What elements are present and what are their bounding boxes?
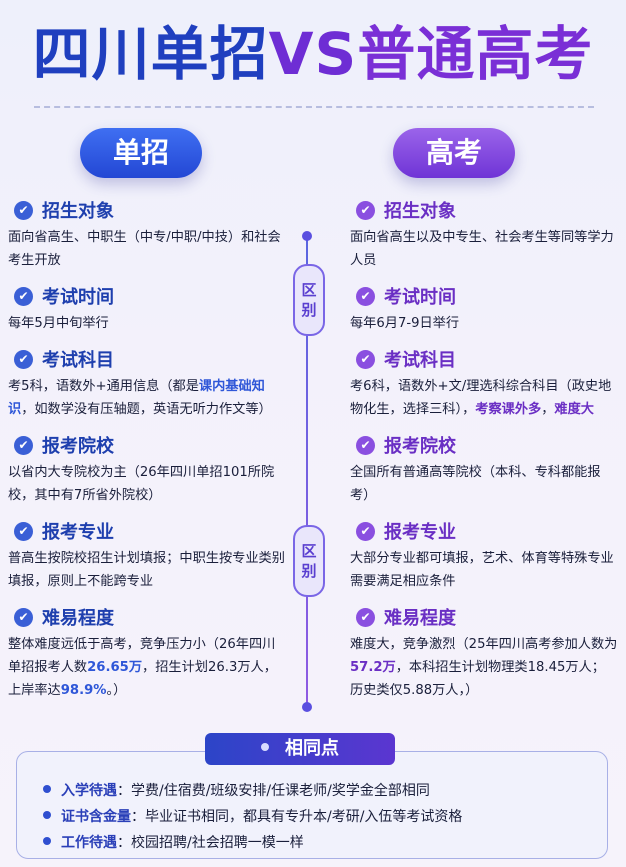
similarities-box: 入学待遇：学费/住宿费/班级安排/任课老师/奖学金全部相同 证书含金量：毕业证书… [16,751,608,859]
title-part-gaokao: 普通高考 [357,20,594,88]
danzhao-column: ✔ 招生对象 面向省高生、中职生（中专/中职/中技）和社会考生开放 ✔ 考试时间 每… [8,196,288,712]
list-item: ✔ 难易程度 难度大，竞争激烈（25年四川高考参加人数为57.2万，本科招生计划物… [350,603,618,702]
divider-dot [302,702,312,712]
list-item: 工作待遇：校园招聘/社会招聘一模一样 [43,830,607,856]
list-item: ✔ 报考院校 全国所有普通高等院校（本科、专科都能报考） [350,431,618,507]
check-icon: ✔ [14,521,33,541]
list-item: 证书含金量：毕业证书相同，都具有专升本/考研/入伍等考试资格 [43,804,607,830]
list-item: ✔ 考试科目 考6科，语数外+文/理选科综合科目（政史地物化生，选择三科），考察课… [350,345,618,421]
list-item: ✔ 考试科目 考5科，语数外+通用信息（都是课内基础知识，如数学没有压轴题，英语无… [8,345,288,421]
title-vs: VS [268,20,358,88]
item-heading: 招生对象 [384,201,456,222]
check-icon: ✔ [356,435,375,455]
center-divider [306,234,308,706]
check-icon: ✔ [356,286,375,306]
item-text: 面向省高生以及中专生、社会考生等同等学力人员 [350,230,614,268]
list-item: 入学待遇：学费/住宿费/班级安排/任课老师/奖学金全部相同 [43,778,607,804]
item-heading: 难易程度 [384,608,456,629]
item-text: 难度大，竞争激烈（25年四川高考参加人数为57.2万，本科招生计划物理类18.4… [350,637,618,698]
item-heading: 报考专业 [384,522,456,543]
check-icon: ✔ [14,607,33,627]
item-heading: 报考院校 [42,436,114,457]
item-heading: 报考专业 [42,522,114,543]
item-text: 考6科，语数外+文/理选科综合科目（政史地物化生，选择三科），考察课外多，难度大 [350,379,612,417]
list-item: ✔ 考试时间 每年6月7-9日举行 [350,282,618,335]
list-item: ✔ 考试时间 每年5月中旬举行 [8,282,288,335]
item-heading: 报考院校 [384,436,456,457]
title-divider [34,106,594,108]
item-text: 整体难度远低于高考，竞争压力小（26年四川单招报考人数26.65万，招生计划26… [8,637,277,698]
check-icon: ✔ [14,349,33,369]
list-item: ✔ 招生对象 面向省高生、中职生（中专/中职/中技）和社会考生开放 [8,196,288,272]
dot-icon [261,743,269,751]
gaokao-label: 高考 [393,128,515,178]
item-heading: 考试时间 [42,287,114,308]
check-icon: ✔ [14,200,33,220]
check-icon: ✔ [356,607,375,627]
similarities-label: 相同点 [205,733,395,765]
check-icon: ✔ [356,200,375,220]
title-part-danzhao: 四川单招 [32,20,269,88]
item-text: 面向省高生、中职生（中专/中职/中技）和社会考生开放 [8,230,281,268]
bullet-icon [43,837,51,845]
item-text: 以省内大专院校为主（26年四川单招101所院校，其中有7所省外院校） [8,465,275,503]
gaokao-column: ✔ 招生对象 面向省高生以及中专生、社会考生等同等学力人员 ✔ 考试时间 每年6月7… [350,196,618,712]
item-heading: 考试时间 [384,287,456,308]
check-icon: ✔ [14,286,33,306]
item-text: 全国所有普通高等院校（本科、专科都能报考） [350,465,601,503]
check-icon: ✔ [356,349,375,369]
item-text: 每年6月7-9日举行 [350,316,460,331]
item-text: 普高生按院校招生计划填报；中职生按专业类别填报，原则上不能跨专业 [8,551,285,589]
item-text: 考5科，语数外+通用信息（都是课内基础知识，如数学没有压轴题，英语无听力作文等） [8,379,272,417]
list-item: ✔ 报考院校 以省内大专院校为主（26年四川单招101所院校，其中有7所省外院校） [8,431,288,507]
divider-dot [302,231,312,241]
page-title: 四川单招VS普通高考 [0,14,626,94]
difference-badge: 区 别 [293,525,325,597]
bullet-icon [43,785,51,793]
item-heading: 考试科目 [384,350,456,371]
item-heading: 招生对象 [42,201,114,222]
list-item: ✔ 招生对象 面向省高生以及中专生、社会考生等同等学力人员 [350,196,618,272]
check-icon: ✔ [356,521,375,541]
item-text: 每年5月中旬举行 [8,316,109,331]
list-item: ✔ 报考专业 普高生按院校招生计划填报；中职生按专业类别填报，原则上不能跨专业 [8,517,288,593]
check-icon: ✔ [14,435,33,455]
item-heading: 考试科目 [42,350,114,371]
list-item: ✔ 难易程度 整体难度远低于高考，竞争压力小（26年四川单招报考人数26.65万，… [8,603,288,702]
bullet-icon [43,811,51,819]
danzhao-label: 单招 [80,128,202,178]
item-heading: 难易程度 [42,608,114,629]
list-item: ✔ 报考专业 大部分专业都可填报，艺术、体育等特殊专业需要满足相应条件 [350,517,618,593]
item-text: 大部分专业都可填报，艺术、体育等特殊专业需要满足相应条件 [350,551,614,589]
difference-badge: 区 别 [293,264,325,336]
